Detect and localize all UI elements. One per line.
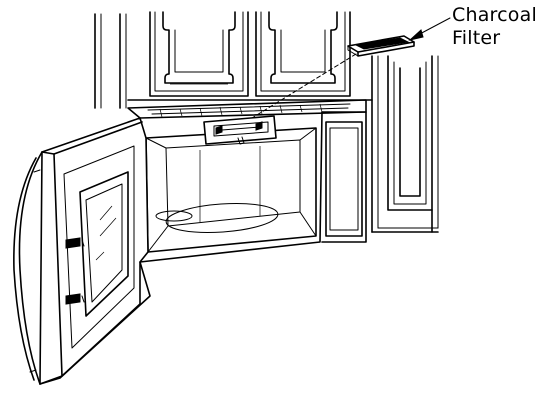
callout-line-2: Filter (452, 27, 537, 50)
microwave-door-open (14, 118, 150, 384)
upper-cabinet-door-left (150, 12, 248, 96)
charcoal-filter-label: Charcoal Filter (452, 4, 537, 50)
upper-cabinet-door-right (256, 12, 350, 96)
charcoal-filter (348, 36, 414, 56)
callout-line-1: Charcoal (452, 4, 537, 27)
right-tall-cabinet (372, 56, 438, 232)
filter-access-slot (204, 116, 276, 144)
lower-hinge (66, 294, 80, 304)
upper-cabinets (128, 12, 372, 100)
upper-hinge (66, 238, 80, 248)
left-wall-cabinet (95, 14, 126, 108)
callout-leader-arrow (410, 18, 450, 40)
